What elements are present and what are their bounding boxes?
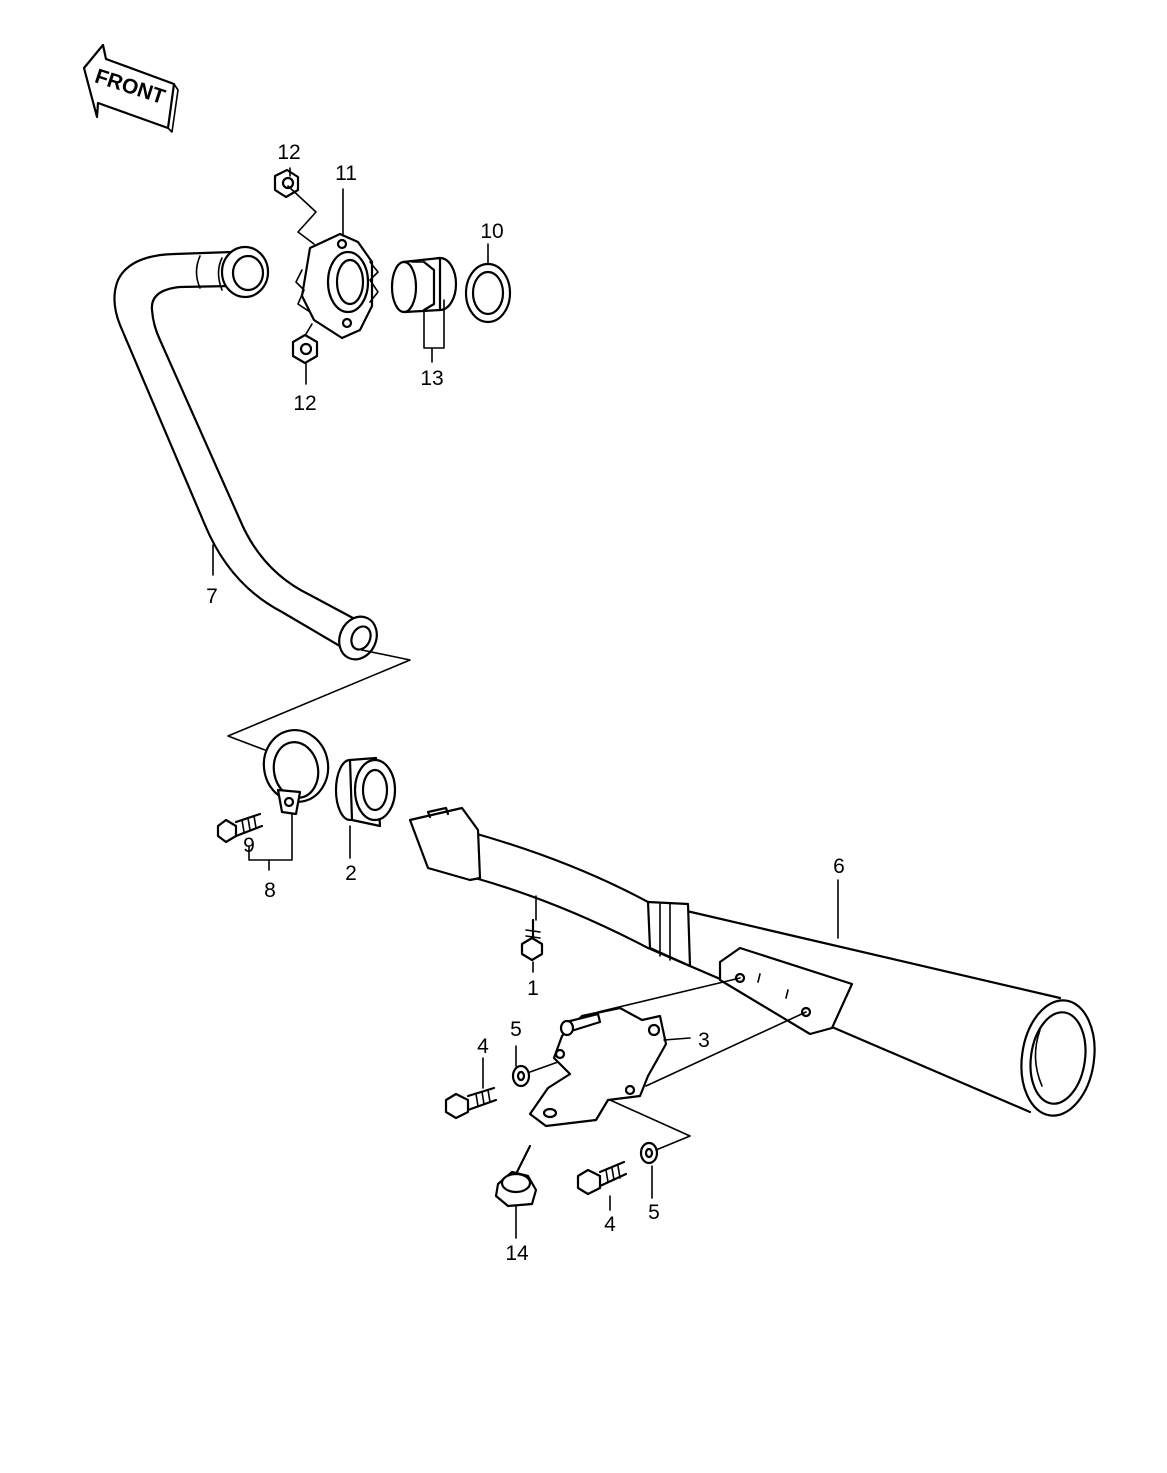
callout-6: 6	[833, 855, 845, 878]
callout-1: 1	[527, 977, 539, 1000]
flange-nut-lower	[291, 333, 319, 365]
rubber-damper	[494, 1144, 538, 1208]
callout-14: 14	[505, 1242, 529, 1265]
leader-lines	[212, 167, 839, 1239]
callout-4-lower: 4	[604, 1213, 616, 1236]
bracket-bolt-upper	[444, 1086, 498, 1120]
front-arrow: FRONT	[82, 43, 179, 133]
callout-3: 3	[698, 1029, 710, 1052]
bracket-bolt-lower	[576, 1160, 628, 1196]
callout-labels: 1 2 3 4 4 5 5 6 7 8 9 10 11 12 12 13 14	[206, 141, 845, 1265]
callout-9: 9	[243, 834, 255, 857]
exhaust-flange	[295, 232, 379, 340]
callout-12-lower: 12	[293, 392, 316, 415]
gasket-ring	[464, 262, 512, 324]
muffler-screw	[520, 918, 544, 962]
pipe-clamp	[262, 729, 330, 816]
muffler	[408, 806, 1096, 1117]
header-pipe	[113, 245, 378, 661]
callout-7: 7	[206, 585, 218, 608]
callout-5-upper: 5	[510, 1018, 522, 1041]
callout-5-lower: 5	[648, 1201, 660, 1224]
clamp-bolt	[216, 812, 264, 844]
callout-10: 10	[480, 220, 503, 243]
bracket-washer-upper	[511, 1064, 531, 1088]
callout-11: 11	[335, 162, 357, 185]
muffler-bracket	[528, 1006, 668, 1128]
split-collar	[390, 256, 458, 314]
callout-4-upper: 4	[477, 1035, 489, 1058]
bracket-washer-lower	[639, 1141, 659, 1165]
callout-2: 2	[345, 862, 357, 885]
callout-13: 13	[420, 367, 443, 390]
callout-8: 8	[264, 879, 276, 902]
callout-12-upper: 12	[277, 141, 300, 164]
pipe-sleeve	[334, 756, 397, 828]
